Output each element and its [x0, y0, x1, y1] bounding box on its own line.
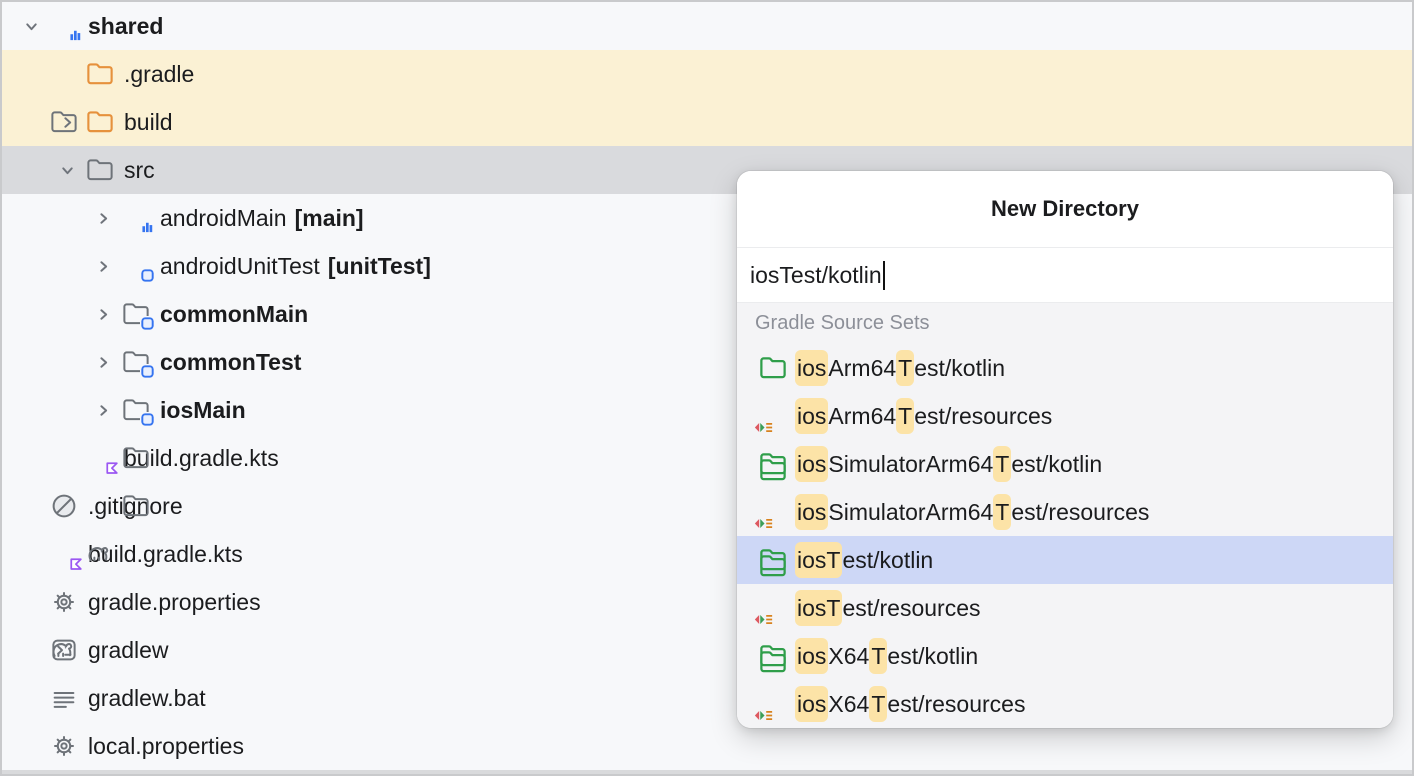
tree-item-label: commonMain [160, 301, 309, 327]
tree-item-label: build [124, 109, 173, 135]
chevron-spacer [16, 539, 46, 569]
test-kotlin-folder-icon [758, 353, 788, 383]
tree-item-label: gradlew.bat [88, 685, 206, 711]
chevron-spacer [16, 683, 46, 713]
tree-item-label: build.gradle.kts [88, 541, 243, 567]
tree-item-label: shared [88, 13, 164, 39]
source-set-option-iosArm64Test-resources[interactable]: iosArm64Test/resources [737, 392, 1393, 440]
test-kotlin-folder-icon [758, 545, 788, 575]
tree-row-commonTest[interactable]: commonTest [2, 338, 1412, 386]
test-kotlin-folder-icon [758, 449, 788, 479]
tree-row-gradle-properties[interactable]: gradle.properties [2, 578, 1412, 626]
ignored-file-icon [49, 491, 79, 521]
gradle-kotlin-script-icon [49, 539, 83, 569]
excluded-folder-icon [85, 59, 115, 89]
tree-item-label: src [124, 157, 155, 183]
source-set-option-iosX64Test-resources[interactable]: iosX64Test/resources [737, 680, 1393, 728]
tree-item-label: gradlew [88, 637, 169, 663]
properties-gear-icon [49, 731, 79, 761]
tree-item-label: androidUnitTest [160, 253, 320, 279]
tree-row-local-properties[interactable]: local.properties [2, 722, 1412, 770]
panel-bottom-edge [2, 770, 1412, 774]
source-set-option-iosTest-resources[interactable]: iosTest/resources [737, 584, 1393, 632]
source-root-folder-icon [121, 299, 155, 329]
properties-gear-icon [49, 587, 79, 617]
source-root-folder-icon [121, 347, 155, 377]
source-set-option-iosSimulatorArm64Test-kotlin[interactable]: iosSimulatorArm64Test/kotlin [737, 440, 1393, 488]
tree-item-label: gradle.properties [88, 589, 261, 615]
android-module-folder-icon [49, 11, 83, 41]
source-root-folder-icon [121, 395, 155, 425]
tree-row-androidUnitTest[interactable]: androidUnitTest [unitTest] [2, 242, 1412, 290]
tree-item-label: iosMain [160, 397, 246, 423]
chevron-spacer [16, 635, 46, 665]
tree-row-shared[interactable]: shared [2, 2, 1412, 50]
tree-item-label: androidMain [160, 205, 287, 231]
tree-row-build[interactable]: build [2, 98, 1412, 146]
tree-row-dot-gradle[interactable]: .gradle [2, 50, 1412, 98]
tree-row-build-gradle-kts[interactable]: build.gradle.kts [2, 530, 1412, 578]
chevron-spacer [16, 731, 46, 761]
chevron-right-icon[interactable] [88, 299, 118, 329]
chevron-spacer [16, 491, 46, 521]
tree-row-iosMain[interactable]: iosMain [2, 386, 1412, 434]
test-resources-folder-icon [754, 497, 788, 527]
source-set-option-iosTest-kotlin[interactable]: iosTest/kotlin [737, 536, 1393, 584]
text-file-lines-icon [49, 683, 79, 713]
tree-row-shared-build-gradle-kts[interactable]: build.gradle.kts [2, 434, 1412, 482]
source-set-suffix: [main] [294, 205, 364, 231]
tree-row-androidMain[interactable]: androidMain [main] [2, 194, 1412, 242]
source-root-folder-icon [121, 251, 155, 281]
chevron-right-icon[interactable] [88, 251, 118, 281]
directory-name-input[interactable]: iosTest/kotlin [737, 248, 1393, 303]
tree-row-gradlew-bat[interactable]: gradlew.bat [2, 674, 1412, 722]
test-resources-folder-icon [754, 593, 788, 623]
folder-icon [85, 155, 115, 185]
chevron-down-icon[interactable] [16, 11, 46, 41]
test-resources-folder-icon [754, 689, 788, 721]
test-resources-folder-icon [754, 401, 788, 431]
popup-title: New Directory [737, 171, 1393, 248]
tree-item-label: .gradle [124, 61, 195, 87]
tree-item-label: commonTest [160, 349, 302, 375]
tree-row-commonMain[interactable]: commonMain [2, 290, 1412, 338]
source-set-suffix: [unitTest] [327, 253, 431, 279]
chevron-spacer [52, 443, 82, 473]
list-group-label: Gradle Source Sets [755, 312, 930, 334]
tree-item-label: local.properties [88, 733, 244, 759]
test-kotlin-folder-icon [758, 641, 788, 671]
source-set-option-iosSimulatorArm64Test-resources[interactable]: iosSimulatorArm64Test/resources [737, 488, 1393, 536]
terminal-script-icon [49, 635, 79, 665]
chevron-spacer [16, 587, 46, 617]
chevron-right-icon[interactable] [88, 395, 118, 425]
android-module-folder-icon [121, 203, 155, 233]
source-set-option-iosArm64Test-kotlin[interactable]: iosArm64Test/kotlin [737, 344, 1393, 392]
excluded-folder-icon [85, 107, 115, 137]
gradle-source-sets-list: Gradle Source Sets iosArm64Test/kotlin i… [737, 303, 1393, 728]
tree-item-label: build.gradle.kts [124, 445, 279, 471]
chevron-right-icon[interactable] [88, 347, 118, 377]
directory-name-value: iosTest/kotlin [750, 261, 882, 288]
text-caret [882, 260, 885, 290]
new-directory-popup: New Directory iosTest/kotlin Gradle Sour… [737, 171, 1393, 728]
tree-row-gradlew[interactable]: gradlew [2, 626, 1412, 674]
source-set-option-iosX64Test-kotlin[interactable]: iosX64Test/kotlin [737, 632, 1393, 680]
gradle-kotlin-script-icon [85, 443, 119, 473]
